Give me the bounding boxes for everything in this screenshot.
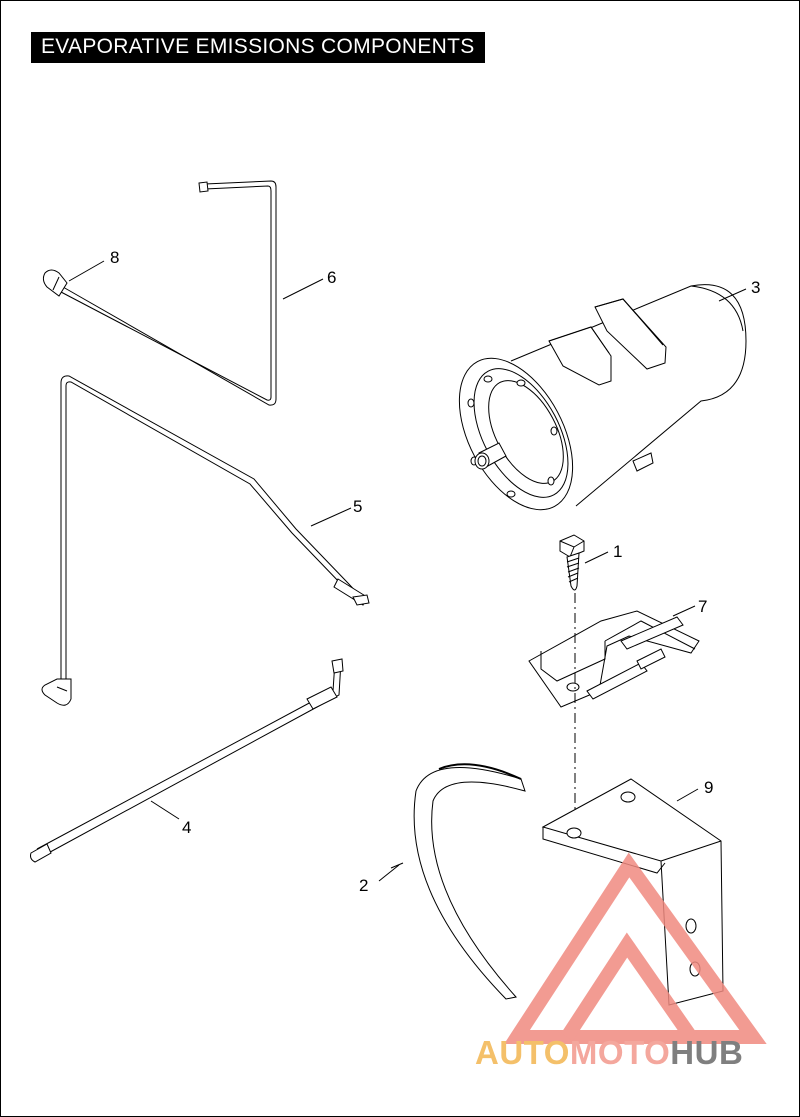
canister-bracket-7	[528, 610, 700, 708]
vent-hose-5	[41, 375, 370, 706]
flange-bolt-1	[559, 534, 585, 591]
watermark-moto: MOTO	[569, 1034, 671, 1071]
callout-5: 5	[353, 497, 362, 516]
callout-3: 3	[751, 278, 760, 297]
callout-9: 9	[704, 778, 713, 797]
charcoal-canister-3	[458, 284, 747, 511]
leader-lines	[68, 260, 747, 882]
page-title: EVAPORATIVE EMISSIONS COMPONENTS	[31, 32, 485, 63]
callout-8: 8	[110, 248, 119, 267]
mounting-bracket-9	[541, 778, 724, 1006]
callout-6: 6	[327, 268, 336, 287]
vent-hose-4	[30, 658, 344, 863]
watermark-auto: AUTO	[475, 1034, 570, 1071]
vent-hose-6	[42, 180, 277, 406]
watermark-logo	[504, 852, 767, 1044]
callout-1: 1	[613, 542, 622, 561]
callout-4: 4	[182, 818, 191, 837]
callout-2: 2	[359, 876, 368, 895]
watermark-text: AUTOMOTOHUB	[475, 1035, 743, 1071]
watermark-hub: HUB	[670, 1034, 744, 1071]
callout-7: 7	[698, 597, 707, 616]
canister-strap-2	[413, 763, 526, 1000]
